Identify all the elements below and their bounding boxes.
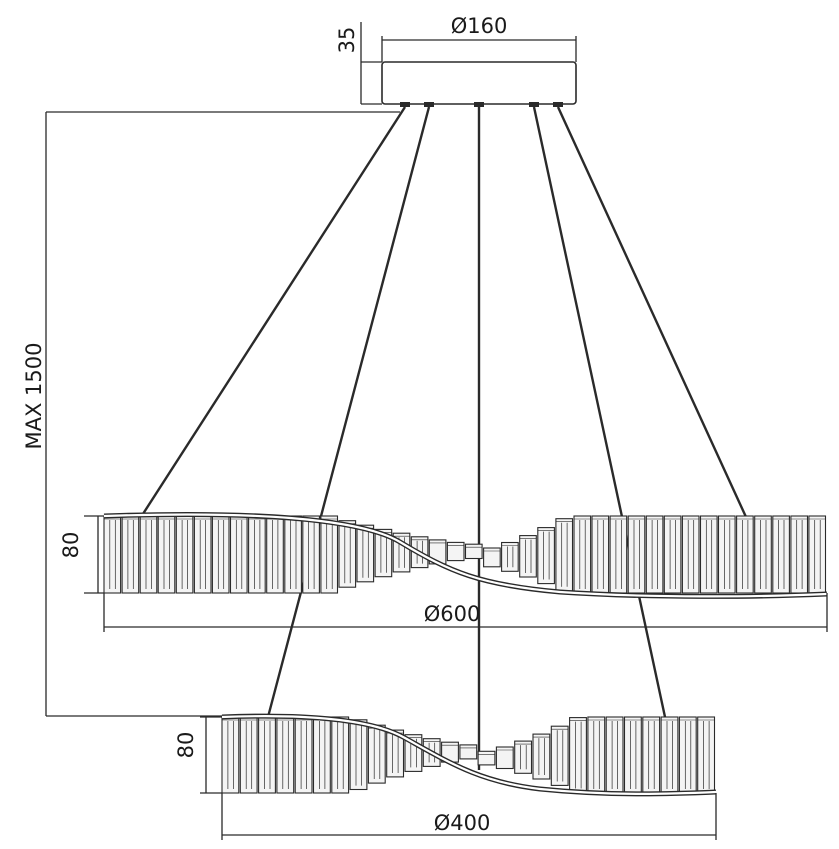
upper-ring-diameter-label: Ø600 xyxy=(424,602,481,626)
suspension-cables xyxy=(139,106,748,770)
crystal-prism xyxy=(678,716,697,794)
crystal-prism xyxy=(157,515,176,594)
crystal-prism xyxy=(587,716,606,794)
crystal-prism xyxy=(349,719,368,791)
crystal-prism xyxy=(284,515,302,594)
crystal-prism xyxy=(193,515,212,594)
crystal-prism xyxy=(464,543,483,560)
crystal-prism xyxy=(697,716,716,794)
crystal-prism xyxy=(211,515,230,594)
crystal-prism xyxy=(736,515,754,594)
canopy xyxy=(381,61,577,107)
crystal-prism xyxy=(374,528,393,578)
crystal-prism xyxy=(103,515,122,594)
crystal-prism xyxy=(663,515,682,594)
crystal-prism xyxy=(642,716,661,794)
crystal-prism xyxy=(532,733,551,780)
crystal-prism xyxy=(356,524,375,583)
crystal-prism xyxy=(386,729,405,778)
crystal-prism xyxy=(331,716,350,794)
crystal-prism xyxy=(808,515,827,594)
canopy-diameter-label: Ø160 xyxy=(451,14,508,38)
lower-ring-height-label: 80 xyxy=(174,732,198,759)
crystal-prism xyxy=(699,515,718,594)
crystal-prism xyxy=(495,746,514,770)
crystal-prism xyxy=(550,725,569,786)
crystal-prism xyxy=(623,716,642,794)
crystal-prism xyxy=(229,515,248,594)
canopy-height-label: 35 xyxy=(335,27,359,54)
crystal-prism xyxy=(483,547,501,568)
crystal-prism xyxy=(320,515,339,594)
crystal-prism xyxy=(221,716,240,794)
crystal-prism xyxy=(312,716,331,794)
upper-ring xyxy=(103,511,828,599)
crystal-prism xyxy=(681,515,700,594)
crystal-prism xyxy=(569,717,587,794)
crystal-prism xyxy=(266,515,284,594)
max-drop-label: MAX 1500 xyxy=(22,343,46,450)
crystal-prism xyxy=(519,535,537,578)
crystal-prism xyxy=(754,515,772,594)
crystal-prism xyxy=(645,515,664,594)
crystal-prism xyxy=(573,515,592,594)
led-band-inner xyxy=(103,513,828,598)
dimension-lines xyxy=(45,22,828,840)
crystal-prism xyxy=(555,518,574,592)
crystal-prism xyxy=(239,716,258,794)
crystal-prism xyxy=(477,750,496,766)
crystal-prism xyxy=(258,716,276,794)
crystal-prism xyxy=(772,515,790,594)
crystal-prism xyxy=(790,515,809,594)
crystal-prism xyxy=(627,515,646,594)
lower-ring-diameter-label: Ø400 xyxy=(434,811,491,835)
led-band-inner xyxy=(221,715,717,795)
crystal-prism xyxy=(121,515,140,594)
crystal-prism xyxy=(302,515,320,594)
crystal-prism xyxy=(609,515,628,594)
crystal-prism xyxy=(537,527,555,585)
crystal-prism xyxy=(276,716,295,794)
crystal-prism xyxy=(660,716,679,794)
crystal-prism xyxy=(591,515,610,594)
crystal-prism xyxy=(717,515,736,594)
crystal-prism xyxy=(248,515,266,594)
crystal-prism xyxy=(175,515,194,594)
crystal-prism xyxy=(459,744,478,760)
crystal-prism xyxy=(501,541,519,572)
crystal-prism xyxy=(446,541,465,562)
lower-ring xyxy=(221,713,717,797)
upper-ring-height-label: 80 xyxy=(59,532,83,559)
crystal-prism xyxy=(294,716,313,794)
crystal-prism xyxy=(139,515,158,594)
crystal-prism xyxy=(338,520,357,588)
crystal-prism xyxy=(605,716,624,794)
crystal-prism xyxy=(367,724,386,784)
crystal-prism xyxy=(514,740,533,774)
